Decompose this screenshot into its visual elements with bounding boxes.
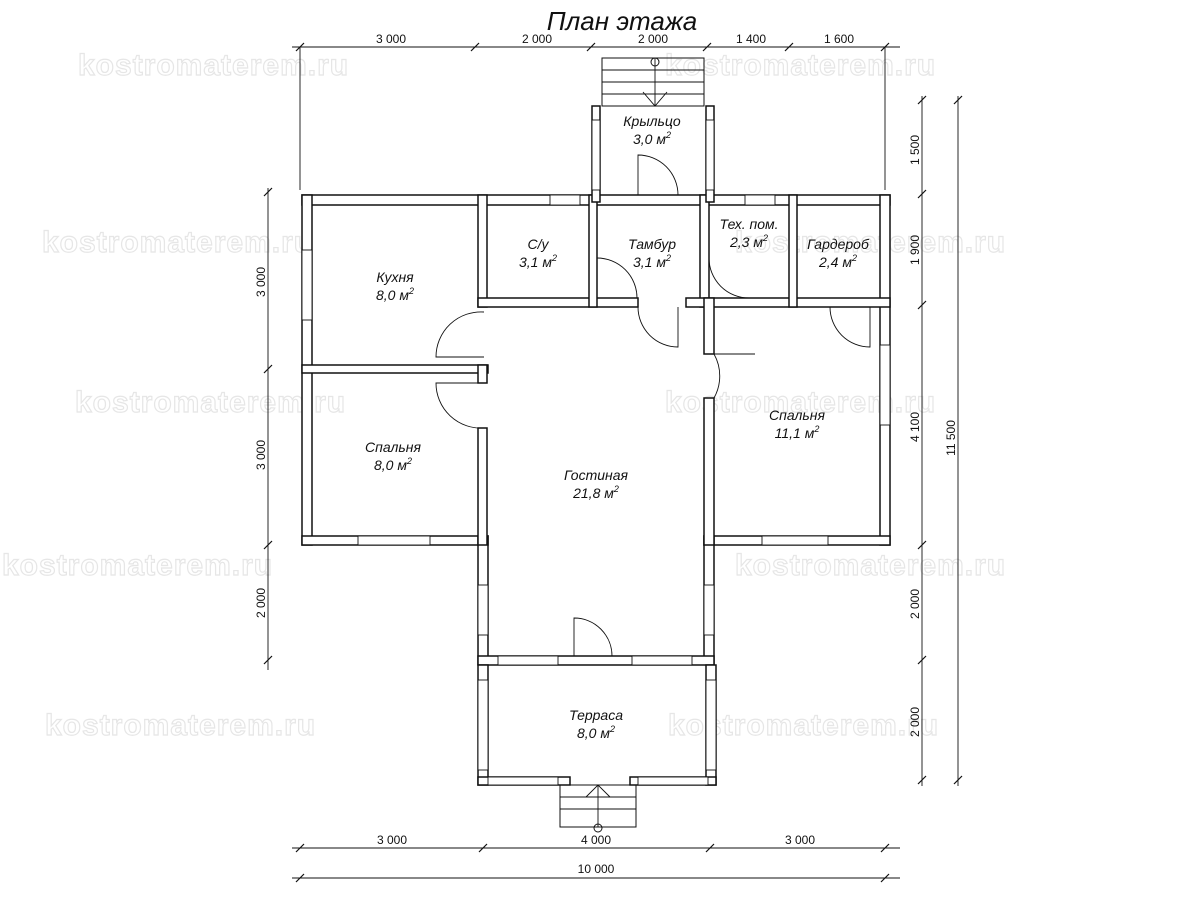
watermark: kostromaterem.ru [2, 549, 273, 582]
watermark: kostromaterem.ru [75, 386, 346, 419]
room-name-vestibule: Тамбур [628, 236, 676, 252]
room-area-tech: 2,3 м2 [729, 233, 768, 250]
room-area-bathroom: 3,1 м2 [519, 253, 557, 270]
bathroom-wall-bottom [477, 297, 639, 308]
room-area-kitchen: 8,0 м2 [376, 286, 414, 303]
room-area-bedroom2: 11,1 м2 [775, 424, 820, 441]
dim-bottom-1: 3 000 [377, 833, 407, 847]
dim-bottom-2: 4 000 [581, 833, 611, 847]
terrace-stairs [559, 784, 637, 833]
dim-right-4: 2 000 [908, 589, 922, 619]
kitchen-wall-right-mid [477, 364, 488, 384]
door-living-terrace [573, 617, 613, 657]
vestibule-tech-wall [699, 194, 710, 308]
dim-left-3: 2 000 [254, 588, 268, 618]
door-bedroom2 [713, 353, 721, 399]
door-bathroom [596, 257, 638, 299]
watermark: kostromaterem.ru [42, 226, 313, 259]
dim-left-1: 3 000 [254, 267, 268, 297]
dim-top-5: 1 600 [824, 32, 854, 46]
room-area-bedroom1: 8,0 м2 [374, 456, 412, 473]
dimension-bottom: 3 000 4 000 3 000 10 000 [292, 833, 900, 883]
window-tech [744, 194, 776, 206]
porch-rail-right [705, 119, 715, 191]
dim-right-2: 1 900 [908, 235, 922, 265]
window-bathroom [549, 194, 581, 206]
living-wall-bottom [477, 655, 715, 666]
window-kitchen [301, 249, 313, 321]
dim-top-4: 1 400 [736, 32, 766, 46]
room-name-living: Гостиная [564, 467, 629, 483]
room-name-bedroom2: Спальня [769, 407, 825, 423]
dim-right-5: 2 000 [908, 707, 922, 737]
room-area-terrace: 8,0 м2 [577, 724, 615, 741]
room-name-wardrobe: Гардероб [807, 236, 870, 252]
dim-right-3: 4 100 [908, 412, 922, 442]
bathroom-vestibule-wall [588, 194, 598, 308]
dimension-right: 1 500 1 900 4 100 2 000 2 000 11 500 [908, 95, 963, 786]
room-labels: Кухня 8,0 м2 Спальня 8,0 м2 Гостиная 21,… [365, 113, 870, 741]
windows [301, 119, 891, 786]
door-kitchen [435, 311, 485, 358]
room-name-tech: Тех. пом. [719, 216, 778, 232]
watermark: kostromaterem.ru [735, 226, 1006, 259]
room-area-wardrobe: 2,4 м2 [818, 253, 857, 270]
door-porch [637, 154, 679, 196]
watermark: kostromaterem.ru [45, 709, 316, 742]
porch-stairs [601, 57, 705, 107]
terrace-rail-bottom-right [637, 776, 709, 786]
watermark: kostromaterem.ru [735, 549, 1006, 582]
dimension-left: 3 000 3 000 2 000 [254, 187, 273, 670]
terrace-rail-left [477, 679, 489, 771]
tech-wardrobe-wall [788, 194, 798, 308]
tech-wardrobe-wall-bottom [685, 297, 891, 308]
plan-title: План этажа [547, 6, 697, 36]
room-area-vestibule: 3,1 м2 [633, 253, 671, 270]
window-bedroom2-bottom [761, 535, 829, 546]
dim-top-3: 2 000 [638, 32, 668, 46]
porch-rail-left [591, 119, 601, 191]
room-name-kitchen: Кухня [376, 269, 414, 285]
bedroom2-wall-left [703, 397, 715, 546]
dimension-top: 3 000 2 000 2 000 1 400 1 600 [292, 32, 900, 190]
dim-bottom-3: 3 000 [785, 833, 815, 847]
room-area-porch: 3,0 м2 [633, 130, 671, 147]
dim-left-2: 3 000 [254, 440, 268, 470]
terrace-rail-right [705, 679, 717, 771]
door-wardrobe [829, 306, 871, 348]
room-area-living: 21,8 м2 [572, 484, 619, 501]
kitchen-bedroom-wall [301, 364, 489, 374]
window-bedroom1 [357, 535, 431, 546]
door-vestibule [637, 306, 679, 348]
dim-top-2: 2 000 [522, 32, 552, 46]
doors [435, 154, 871, 657]
door-tech [708, 257, 750, 299]
kitchen-wall-right-top [477, 194, 488, 308]
window-living-bottom-right [631, 655, 693, 666]
room-name-bedroom1: Спальня [365, 439, 421, 455]
bedroom2-wall-left-top [703, 297, 715, 355]
watermark: kostromaterem.ru [665, 49, 936, 82]
room-name-porch: Крыльцо [623, 113, 681, 129]
room-name-terrace: Терраса [569, 707, 623, 723]
dim-top-1: 3 000 [376, 32, 406, 46]
dim-total-height: 11 500 [944, 420, 958, 456]
dim-total-width: 10 000 [578, 862, 615, 876]
window-living-left [477, 584, 489, 636]
dim-right-1: 1 500 [908, 135, 922, 165]
watermarks: kostromaterem.ru kostromaterem.ru kostro… [1, 48, 1006, 742]
window-living-bottom-left [497, 655, 559, 666]
watermark: kostromaterem.ru [78, 49, 349, 82]
door-bedroom1 [435, 382, 485, 429]
terrace-rail-bottom-left [487, 776, 559, 786]
window-living-right [703, 584, 715, 636]
room-name-bathroom: С/у [528, 236, 550, 252]
window-bedroom2-side [879, 344, 891, 426]
bedroom1-wall-right [477, 427, 488, 546]
